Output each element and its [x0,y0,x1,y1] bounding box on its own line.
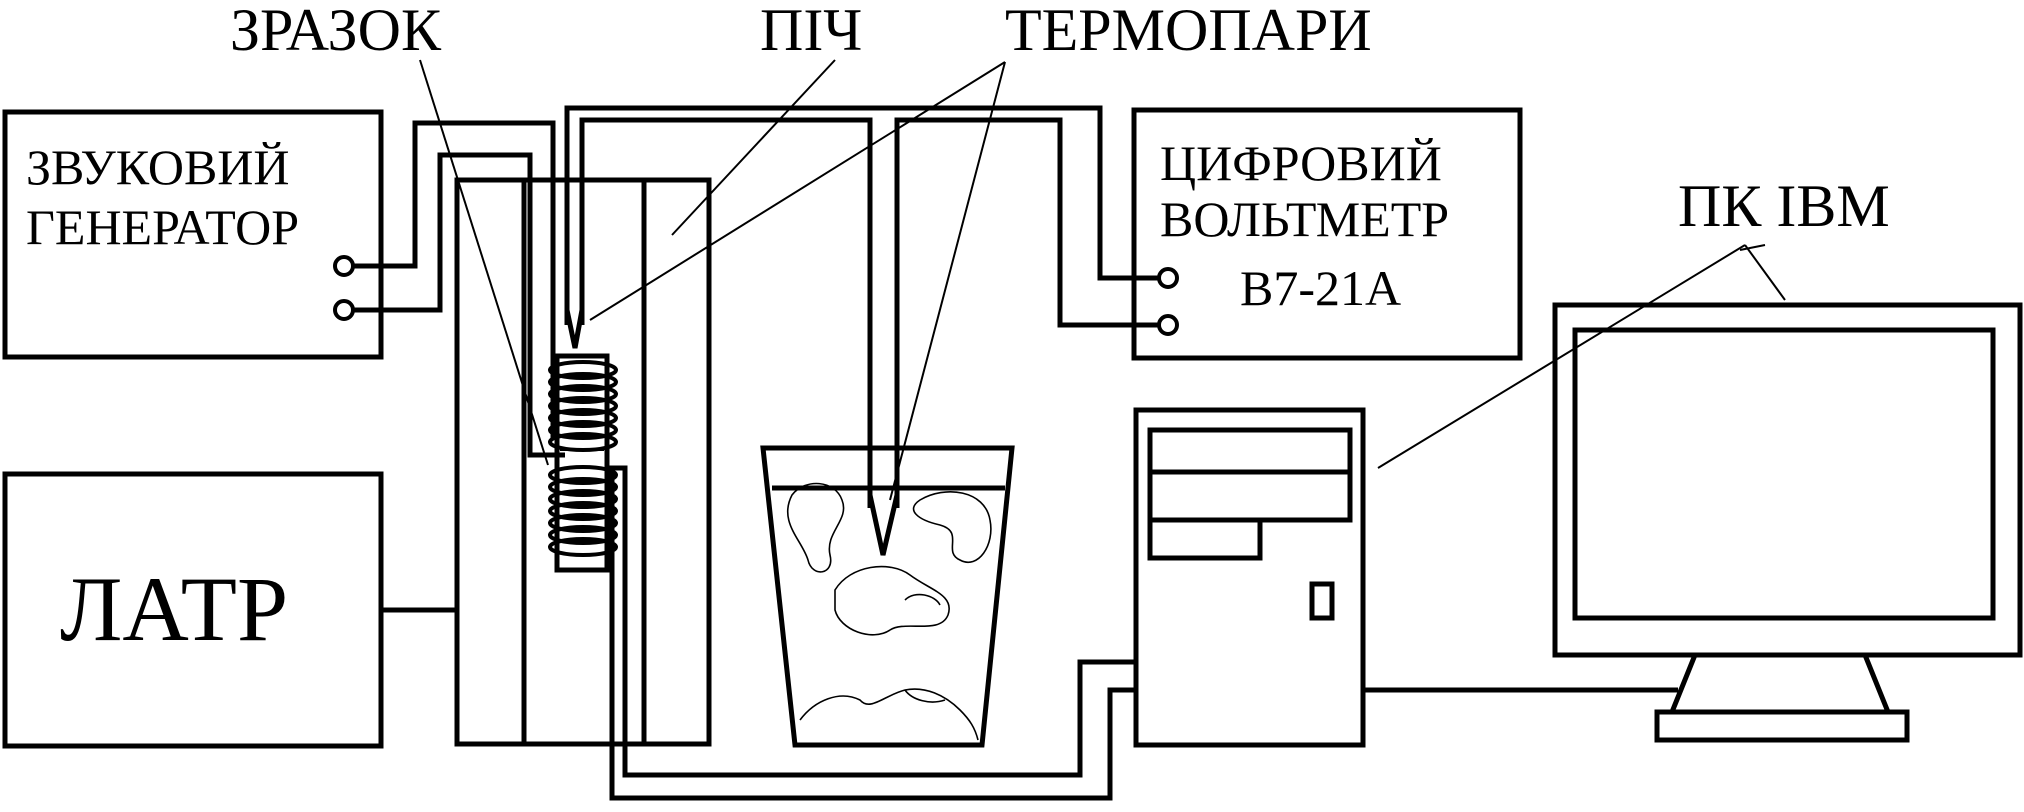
voltmeter-terminal-1 [1157,267,1179,289]
coil-turn [548,525,618,545]
digital-voltmeter: ЦИФРОВИЙ ВОЛЬТМЕТР В7-21А [1131,107,1523,361]
coil-turn [548,432,618,452]
monitor-base [1654,709,1910,743]
latr-label: ЛАТР [60,558,288,660]
sample-with-coil [548,353,618,573]
pc-monitor [1552,302,2023,743]
generator-label-line2: ГЕНЕРАТОР [26,199,299,255]
generator-terminal-1 [333,255,355,277]
label-sample: ЗРАЗОК [230,0,442,63]
pc-drive-bay-1 [1147,427,1353,475]
thermocouple-tips [564,309,900,556]
generator-terminal-2 [333,299,355,321]
coil-turn [548,465,618,485]
generator-label-line1: ЗВУКОВИЙ [26,139,290,195]
label-furnace: ПІЧ [760,0,862,63]
coil-turn [548,489,618,509]
coil-turn [548,537,618,557]
leader-lines [419,59,1786,501]
voltmeter-label-line2: ВОЛЬТМЕТР [1160,191,1449,247]
coil-turn [548,420,618,440]
label-thermocouples: ТЕРМОПАРИ [1005,0,1372,63]
voltmeter-terminal-2 [1157,314,1179,336]
pc-power-button [1309,581,1335,621]
heating-coil [548,360,618,557]
coil-turn [548,360,618,380]
pc-drive-bay-3 [1147,517,1263,561]
coil-turn [548,477,618,497]
voltmeter-model: В7-21А [1240,260,1401,316]
wires [353,105,1678,801]
latr: ЛАТР [2,471,384,749]
coil-turn [548,513,618,533]
pc-drive-bay-2 [1147,469,1353,523]
coil-turn [548,384,618,404]
sound-generator: ЗВУКОВИЙ ГЕНЕРАТОР [2,109,384,360]
pc-tower [1133,407,1366,748]
coil-turn [548,501,618,521]
coil-turn [548,396,618,416]
ice-beaker [760,445,1015,748]
monitor-screen [1572,327,1996,621]
voltmeter-label-line1: ЦИФРОВИЙ [1160,135,1442,191]
coil-turn [548,372,618,392]
label-pc: ПК IBM [1678,173,1890,239]
furnace [454,177,712,747]
coil-turn [548,408,618,428]
